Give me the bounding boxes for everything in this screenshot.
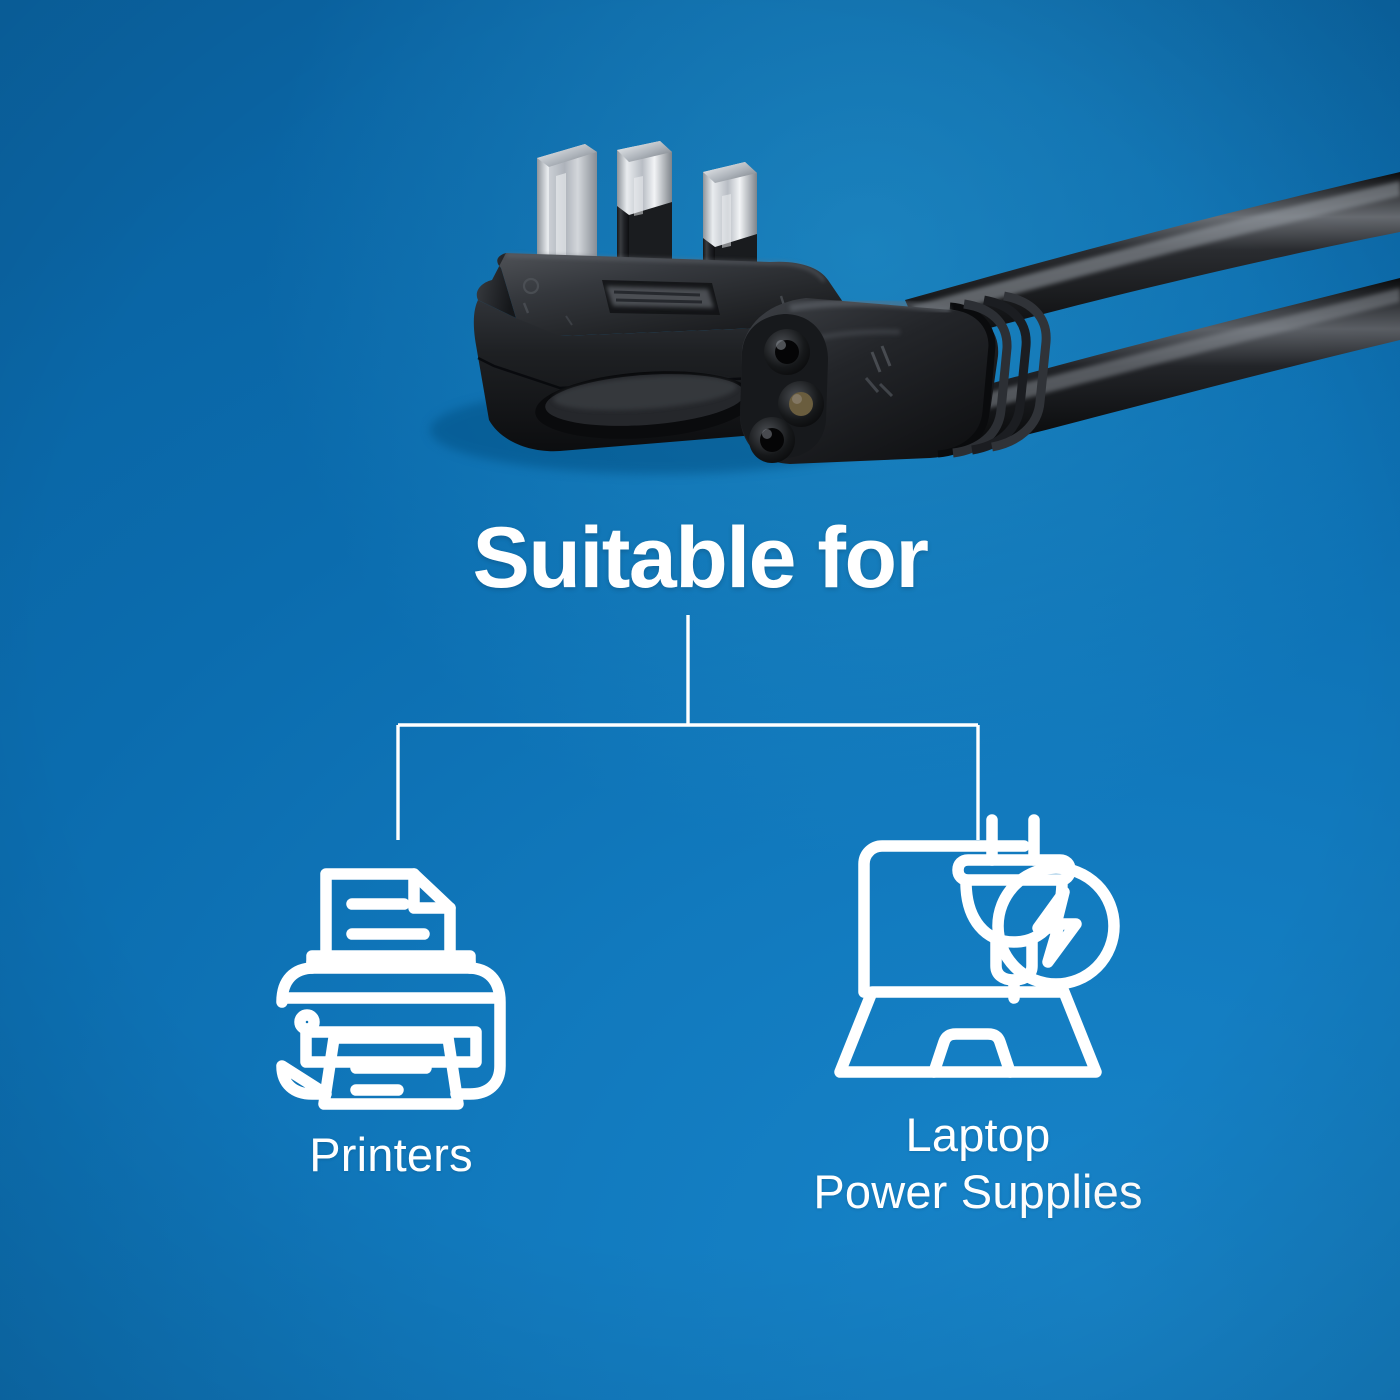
item-label-line1: Printers [309, 1128, 473, 1181]
clover-holes [749, 329, 824, 463]
suitable-item-laptop-power-supplies: Laptop Power Supplies [768, 814, 1188, 1221]
plug-label-plate [602, 280, 720, 315]
suitable-item-printers: Printers [181, 840, 601, 1183]
strain-relief-ribs [937, 291, 1051, 458]
connector-embossed-text [864, 345, 894, 398]
item-label-laptop-power-supplies: Laptop Power Supplies [768, 1106, 1188, 1221]
printer-icon [276, 868, 506, 1110]
item-label-printers: Printers [181, 1126, 601, 1183]
bracket-lines [396, 615, 980, 840]
item-label-line2: Power Supplies [813, 1165, 1143, 1219]
laptop-power-plug-icon [834, 814, 1120, 1078]
c5-clover-connector [740, 291, 1051, 464]
plug-and-cable-illustration [430, 141, 1400, 474]
printer-icon-wrap [181, 840, 601, 1110]
item-label-line1: Laptop [905, 1108, 1051, 1161]
product-photo [0, 0, 1400, 510]
connector-bracket [0, 600, 1400, 860]
page-title: Suitable for [472, 510, 929, 606]
laptop-power-plug-icon-wrap [768, 814, 1188, 1090]
